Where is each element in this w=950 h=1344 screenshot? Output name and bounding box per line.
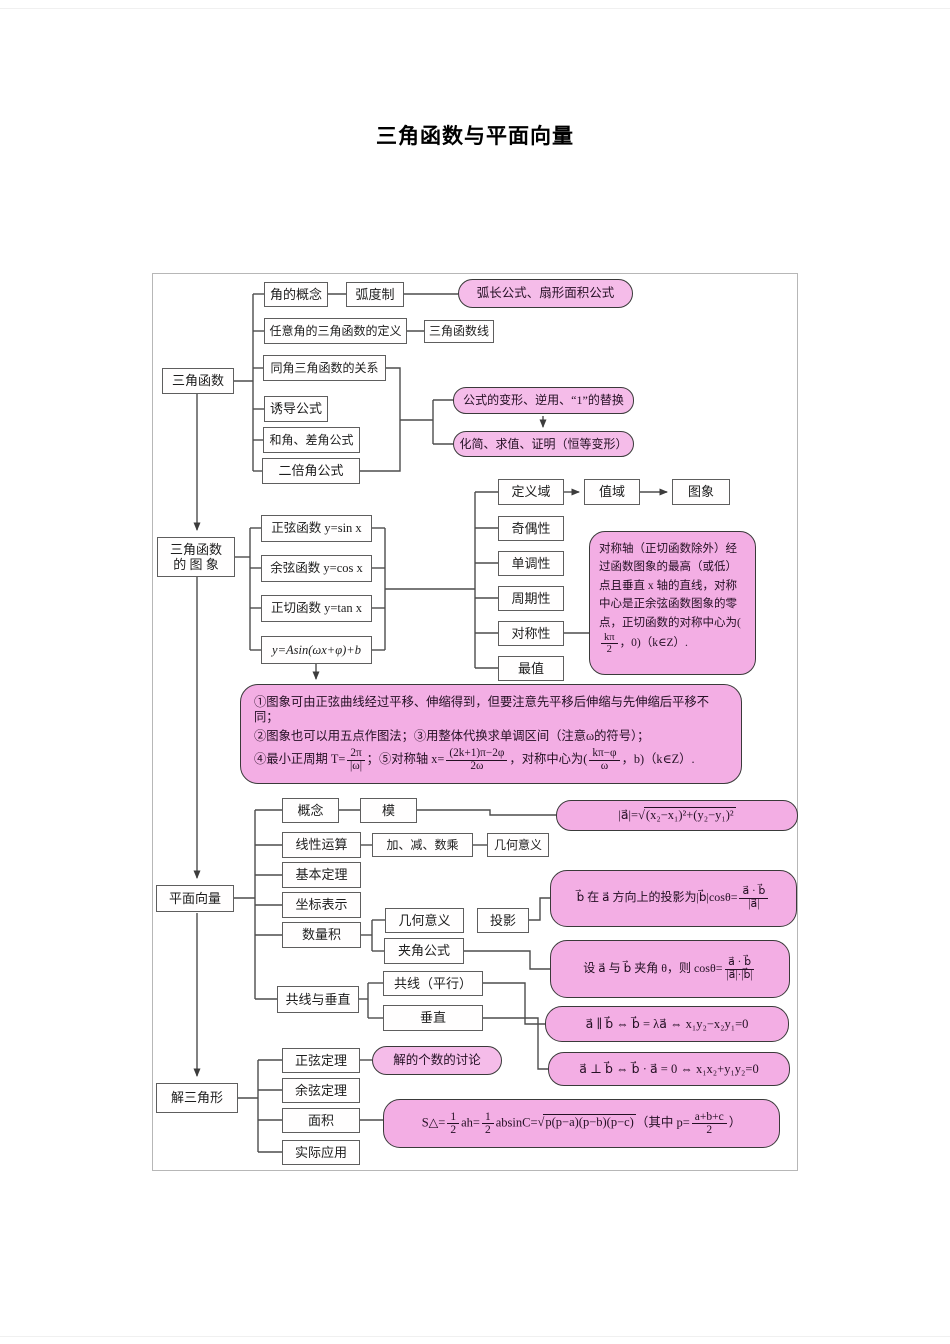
symmetry-note-text: 对称轴（正切函数除外）经过函数图象的最高（或低）点且垂直 x 轴的直线，对称中心… — [599, 543, 741, 656]
box-angle-concept: 角的概念 — [264, 282, 328, 307]
box-projection: 投影 — [477, 908, 529, 933]
pink-modulus-formula: |a⃗|=√(x₂−x₁)²+(y₂−y₁)² — [556, 800, 798, 831]
box-vector-modulus: 模 — [360, 798, 417, 823]
box-extremum: 最值 — [498, 656, 564, 681]
box-monotonicity: 单调性 — [498, 551, 564, 576]
box-practical-application: 实际应用 — [282, 1140, 360, 1165]
box-area: 面积 — [282, 1108, 360, 1133]
box-geometric-meaning-dot: 几何意义 — [385, 908, 464, 933]
pink-formula-transform: 公式的变形、逆用、“1”的替换 — [453, 387, 634, 414]
page-bottom-edge — [0, 1336, 950, 1337]
box-any-angle-definition: 任意角的三角函数的定义 — [264, 318, 407, 344]
projection-formula-text: b⃗ 在 a⃗ 方向上的投影为|b⃗|cosθ=a⃗ · b⃗|a⃗| — [577, 886, 771, 910]
box-sum-difference-formulas: 和角、差角公式 — [263, 427, 360, 453]
box-vector-concept: 概念 — [282, 798, 339, 823]
box-law-of-sines: 正弦定理 — [282, 1048, 360, 1073]
perpendicular-condition-text: a⃗ ⊥ b⃗ ⇔ b⃗ · a⃗ = 0 ⇔ x₁x₂+y₁y₂=0 — [579, 1061, 759, 1076]
box-dot-product: 数量积 — [282, 922, 361, 948]
modulus-formula-text: |a⃗|=√(x₂−x₁)²+(y₂−y₁)² — [618, 807, 736, 823]
box-fundamental-theorem: 基本定理 — [282, 862, 361, 888]
box-coordinate-representation: 坐标表示 — [282, 892, 361, 918]
page-title: 三角函数与平面向量 — [376, 125, 574, 148]
box-collinear-perpendicular: 共线与垂直 — [277, 986, 359, 1013]
box-perpendicular: 垂直 — [383, 1005, 483, 1031]
pink-simplify-evaluate-prove: 化简、求值、证明（恒等变形） — [453, 431, 634, 457]
node-plane-vectors: 平面向量 — [156, 885, 234, 912]
graph-notes-line2: ②图象也可以用五点作图法；③用整体代换求单调区间（注意ω的符号）； — [254, 728, 650, 743]
pink-angle-cosine-formula: 设 a⃗ 与 b⃗ 夹角 θ，则 cosθ=a⃗ · b⃗|a⃗|·|b⃗| — [550, 940, 790, 998]
box-collinear-parallel: 共线（平行） — [383, 971, 483, 996]
node-trig-graphs-line2: 的 图 象 — [173, 557, 219, 572]
box-add-subtract-scalar: 加、减、数乘 — [372, 833, 473, 857]
pink-symmetry-note: 对称轴（正切函数除外）经过函数图象的最高（或低）点且垂直 x 轴的直线，对称中心… — [589, 531, 756, 675]
box-geometric-meaning-linear: 几何意义 — [487, 833, 549, 857]
pink-arc-length-area-formula: 弧长公式、扇形面积公式 — [458, 279, 633, 308]
pink-perpendicular-condition: a⃗ ⊥ b⃗ ⇔ b⃗ · a⃗ = 0 ⇔ x₁x₂+y₁y₂=0 — [548, 1052, 790, 1086]
parallel-condition-text: a⃗ ∥ b⃗ ⇔ b⃗ = λa⃗ ⇔ x₁y₂−x₂y₁=0 — [585, 1016, 749, 1031]
node-trig-graphs: 三角函数 的 图 象 — [157, 537, 235, 577]
box-tangent-function: 正切函数 y=tan x — [261, 595, 372, 622]
box-graph: 图象 — [672, 479, 730, 505]
node-trig-functions: 三角函数 — [162, 368, 234, 394]
box-parity: 奇偶性 — [498, 516, 564, 541]
box-same-angle-relations: 同角三角函数的关系 — [263, 355, 386, 381]
box-radian-system: 弧度制 — [346, 282, 404, 307]
box-linear-operations: 线性运算 — [282, 832, 361, 858]
box-induction-formulas: 诱导公式 — [264, 396, 328, 422]
box-periodicity: 周期性 — [498, 586, 564, 611]
box-cosine-function: 余弦函数 y=cos x — [261, 555, 372, 582]
pink-projection-formula: b⃗ 在 a⃗ 方向上的投影为|b⃗|cosθ=a⃗ · b⃗|a⃗| — [550, 870, 797, 927]
box-sine-function: 正弦函数 y=sin x — [261, 515, 372, 542]
pink-number-of-solutions: 解的个数的讨论 — [372, 1046, 502, 1075]
node-solve-triangles: 解三角形 — [156, 1083, 238, 1113]
box-double-angle-formulas: 二倍角公式 — [262, 458, 360, 484]
box-symmetry: 对称性 — [498, 621, 564, 646]
box-range: 值域 — [584, 479, 640, 505]
box-angle-formula: 夹角公式 — [384, 938, 464, 964]
page-top-edge — [0, 8, 950, 9]
box-domain: 定义域 — [498, 479, 564, 505]
box-general-sinusoid: y=Asin(ωx+φ)+b — [261, 636, 372, 664]
pink-parallel-condition: a⃗ ∥ b⃗ ⇔ b⃗ = λa⃗ ⇔ x₁y₂−x₂y₁=0 — [545, 1006, 789, 1042]
graph-notes-line1: ①图象可由正弦曲线经过平移、伸缩得到，但要注意先平移后伸缩与先伸缩后平移不同； — [254, 695, 709, 724]
pink-graph-notes: ①图象可由正弦曲线经过平移、伸缩得到，但要注意先平移后伸缩与先伸缩后平移不同； … — [240, 684, 742, 784]
node-trig-graphs-line1: 三角函数 — [169, 541, 222, 557]
box-law-of-cosines: 余弦定理 — [282, 1078, 360, 1103]
box-trig-function-lines: 三角函数线 — [424, 320, 494, 343]
angle-formula-text: 设 a⃗ 与 b⃗ 夹角 θ，则 cosθ=a⃗ · b⃗|a⃗|·|b⃗| — [583, 955, 755, 981]
